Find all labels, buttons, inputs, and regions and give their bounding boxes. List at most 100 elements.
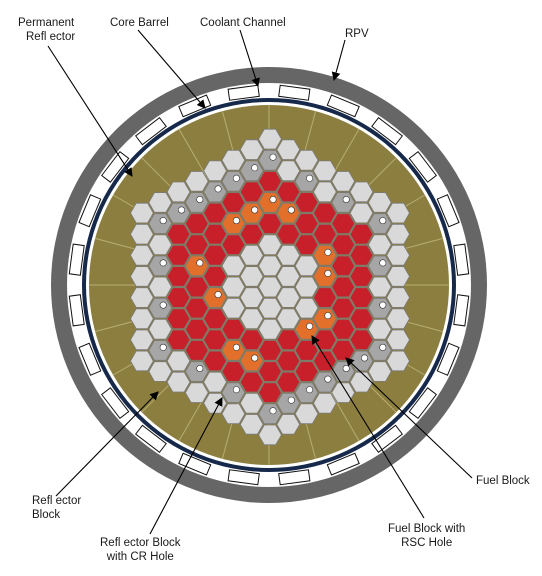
- reflector-segment-line: [178, 128, 209, 180]
- block-hole: [379, 259, 387, 267]
- reflector-block: [130, 308, 154, 330]
- block-hole: [196, 196, 204, 204]
- block-hole: [306, 322, 314, 330]
- block-hole: [269, 407, 277, 415]
- label-reflector-block-cr-line1: Refl ector Block: [100, 537, 181, 549]
- coolant-channel: [78, 342, 102, 376]
- reflector-block: [313, 160, 337, 182]
- block-hole: [232, 217, 240, 225]
- reflector-block: [367, 318, 392, 340]
- reflector-block: [276, 287, 301, 308]
- reflector-block: [239, 139, 264, 160]
- label-rpv: RPV: [345, 28, 369, 40]
- fuel-block: [221, 318, 246, 340]
- coolant-channel: [68, 294, 85, 327]
- label-fuel-block-rsc-line1: Fuel Block with: [388, 523, 466, 535]
- reflector-block: [294, 255, 319, 277]
- block-hole: [342, 196, 350, 204]
- fuel-block: [276, 181, 301, 203]
- fuel-block: [258, 382, 282, 403]
- fuel-block: [258, 340, 282, 361]
- fuel-block: [166, 308, 191, 330]
- block-hole: [360, 354, 368, 362]
- fuel-block: [166, 329, 191, 351]
- fuel-block: [294, 213, 319, 234]
- reflector-block: [349, 371, 374, 393]
- reflector-block: [258, 234, 282, 256]
- fuel-block: [203, 223, 227, 245]
- label-reflector-block-line2: Block: [32, 509, 61, 521]
- coolant-channel: [326, 94, 360, 118]
- fuel-block: [313, 287, 337, 308]
- coolant-channel: [278, 84, 311, 101]
- reflector-block: [258, 276, 282, 298]
- reflector-block: [130, 350, 154, 372]
- fuel-block: [258, 171, 282, 192]
- fuel-block: [331, 297, 356, 319]
- coolant-channel: [227, 469, 260, 486]
- leader-reflector-block-cr: [149, 397, 223, 535]
- reflector-block: [148, 361, 173, 382]
- block-hole: [269, 153, 277, 161]
- reflector-block: [386, 266, 410, 287]
- block-hole: [306, 174, 314, 182]
- fuel-block: [239, 181, 264, 203]
- reflector-block: [166, 371, 191, 393]
- reflector-block: [221, 255, 246, 277]
- block-hole: [214, 185, 222, 193]
- reflector-block: [221, 149, 246, 171]
- fuel-block: [203, 308, 227, 330]
- reflector-block: [276, 244, 301, 266]
- block-hole: [251, 354, 259, 362]
- fuel-block: [276, 371, 301, 393]
- block-hole: [214, 291, 222, 299]
- block-hole: [342, 364, 350, 372]
- fuel-block: [331, 213, 356, 234]
- reflector-block: [239, 266, 264, 287]
- reflector-block: [130, 266, 154, 287]
- reflector-block: [276, 308, 301, 330]
- fuel-block: [349, 287, 374, 308]
- reflector-block: [258, 297, 282, 319]
- fuel-block: [331, 255, 356, 277]
- leader-coolant-channel: [239, 29, 260, 88]
- reflector-block: [386, 223, 410, 245]
- label-reflector-block: Refl ector Block: [32, 494, 81, 522]
- coolant-channel: [134, 117, 167, 146]
- fuel-block: [239, 329, 264, 351]
- leader-permanent-reflector: [47, 45, 133, 177]
- label-coolant-channel: Coolant Channel: [200, 17, 286, 29]
- reflector-block: [386, 329, 410, 351]
- leader-rpv: [331, 39, 346, 82]
- reflector-block: [239, 287, 264, 308]
- fuel-block: [294, 192, 319, 213]
- leader-core-barrel: [137, 29, 206, 109]
- coolant-channel: [408, 387, 437, 420]
- reflector-block: [386, 287, 410, 308]
- coolant-channels: [68, 84, 470, 486]
- block-hole: [232, 174, 240, 182]
- block-hole: [287, 206, 295, 214]
- leader-fuel-block-rsc: [311, 335, 425, 519]
- block-hole: [324, 312, 332, 320]
- reflector-block: [130, 223, 154, 245]
- reflector-segment-line: [329, 390, 360, 442]
- reflector-block: [184, 171, 209, 192]
- reflector-block: [276, 139, 301, 160]
- reflector-block: [148, 234, 173, 256]
- reflector-block: [239, 392, 264, 414]
- reflector-block: [130, 329, 154, 351]
- reflector-block: [258, 255, 282, 277]
- fuel-block: [239, 371, 264, 393]
- label-reflector-block-line1: Refl ector: [32, 495, 82, 507]
- fuel-block: [313, 223, 337, 245]
- leader-fuel-block: [345, 357, 473, 479]
- reflector-block: [148, 318, 173, 340]
- reflector-block: [349, 202, 374, 224]
- block-hole: [232, 386, 240, 394]
- fuel-block: [349, 244, 374, 266]
- fuel-block: [221, 234, 246, 256]
- reflector-block: [130, 244, 154, 266]
- block-hole: [251, 164, 259, 172]
